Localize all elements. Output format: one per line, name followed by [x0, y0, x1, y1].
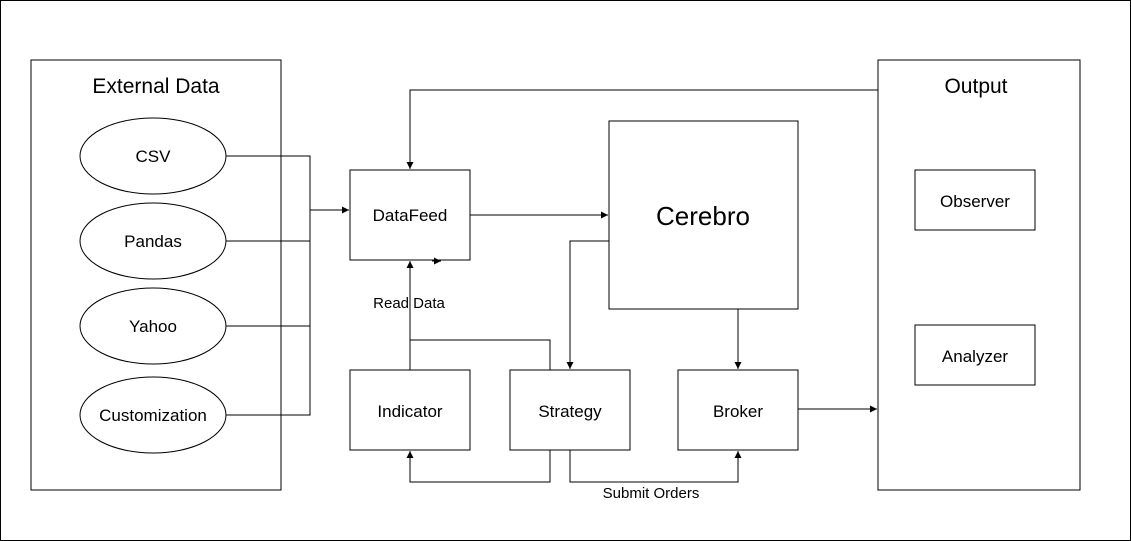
node-broker: Broker [677, 369, 799, 451]
source-pandas: Pandas [79, 202, 227, 280]
observer-label: Observer [940, 192, 1010, 211]
observer-box [914, 169, 1036, 231]
broker-box [677, 369, 799, 451]
node-indicator: Indicator [349, 369, 471, 451]
cerebro-box [608, 120, 799, 310]
source-label: Pandas [124, 232, 182, 251]
arrow-output-to-datafeed [406, 89, 878, 169]
edges [406, 89, 878, 483]
arrow-strategy-to-indicator [406, 450, 551, 483]
external-data-title: External Data [92, 75, 220, 98]
submit-orders-label: Submit Orders [603, 485, 700, 502]
datafeed-box [349, 169, 471, 261]
analyzer-box [914, 324, 1036, 386]
indicator-label: Indicator [377, 402, 443, 421]
node-observer: Observer [914, 169, 1036, 231]
line-strategy-to-read [410, 339, 551, 370]
source-csv: CSV [79, 117, 227, 195]
output-box [877, 59, 1081, 491]
source-yahoo: Yahoo [79, 287, 227, 365]
read-data-label: Read Data [373, 295, 445, 312]
node-datafeed: DataFeed [349, 169, 471, 261]
node-analyzer: Analyzer [914, 324, 1036, 386]
source-customization: Customization [79, 376, 227, 454]
broker-label: Broker [713, 402, 763, 421]
strategy-box [509, 369, 631, 451]
strategy-label: Strategy [538, 402, 602, 421]
datafeed-label: DataFeed [373, 206, 448, 225]
source-connectors [226, 155, 349, 416]
node-cerebro: Cerebro [608, 120, 799, 310]
cerebro-label: Cerebro [656, 201, 750, 231]
connector-customization [226, 210, 311, 416]
node-strategy: Strategy [509, 369, 631, 451]
output-panel: Output [877, 59, 1081, 491]
arrow-cerebro-to-strategy [566, 240, 609, 369]
output-title: Output [944, 75, 1007, 98]
source-label: Yahoo [129, 317, 177, 336]
source-label: CSV [136, 147, 172, 166]
analyzer-label: Analyzer [942, 347, 1008, 366]
indicator-box [349, 369, 471, 451]
arrow-submit-orders [569, 450, 742, 483]
connector-csv [226, 155, 311, 210]
source-label: Customization [99, 406, 207, 425]
